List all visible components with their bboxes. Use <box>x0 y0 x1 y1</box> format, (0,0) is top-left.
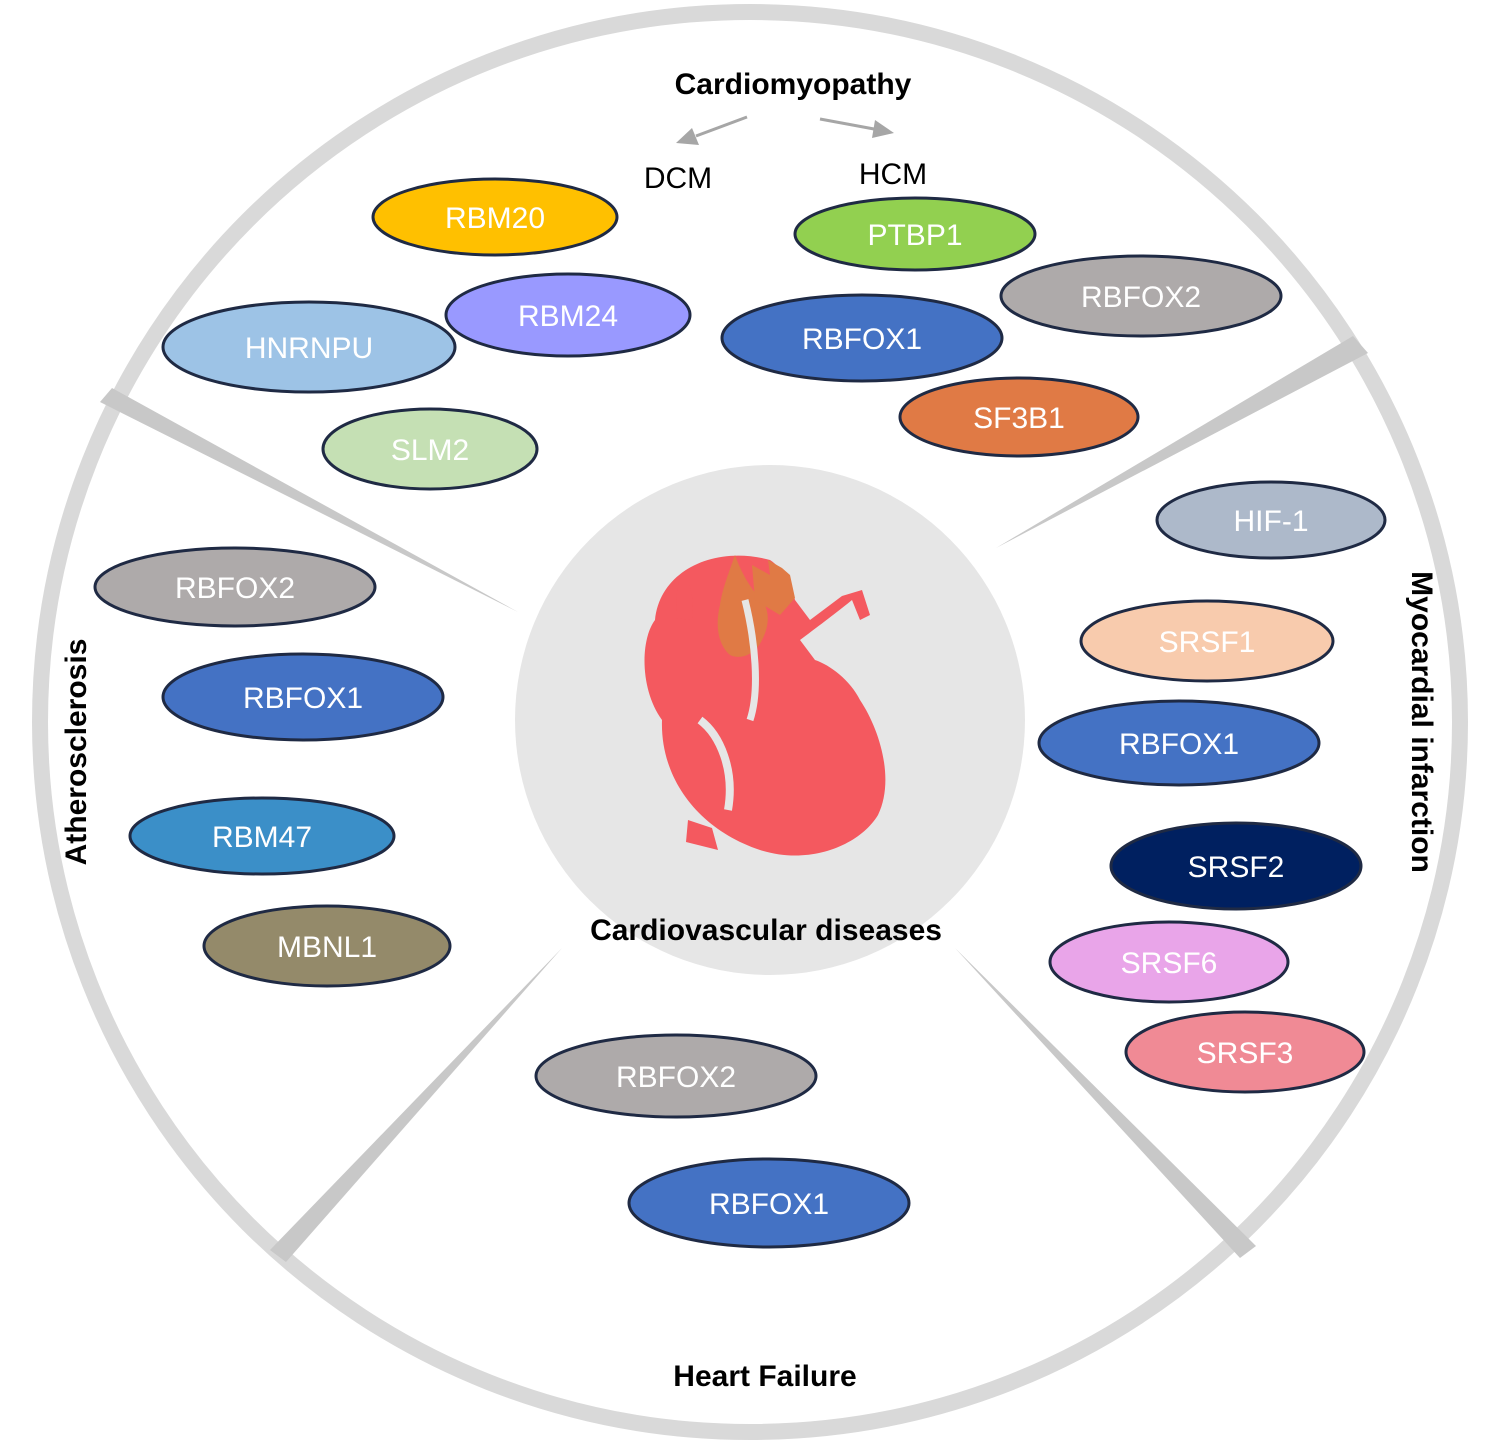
hcm-label: HCM <box>859 158 927 191</box>
heart-failure-title: Heart Failure <box>673 1360 856 1393</box>
pill-label: SRSF3 <box>1197 1037 1294 1070</box>
pill-shape <box>93 546 377 628</box>
pill-label: RBFOX2 <box>1081 281 1201 314</box>
pill-shape <box>128 796 396 876</box>
pill-rbfox2-hcm: RBFOX2 <box>999 254 1283 338</box>
pill-shape <box>321 407 539 491</box>
pill-shape <box>1037 699 1321 787</box>
pill-label: RBFOX1 <box>709 1188 829 1221</box>
pill-label: SRSF2 <box>1188 851 1285 884</box>
pill-rbfox2-ath: RBFOX2 <box>93 546 377 628</box>
pill-label: RBFOX1 <box>243 682 363 715</box>
arrow-to-hcm <box>819 117 894 138</box>
pill-shape <box>1079 599 1335 683</box>
pill-rbfox1-mi: RBFOX1 <box>1037 699 1321 787</box>
pill-shape <box>720 293 1004 383</box>
pill-srsf2: SRSF2 <box>1109 821 1363 911</box>
pill-rbfox1-hf: RBFOX1 <box>627 1157 911 1249</box>
pill-shape <box>627 1157 911 1249</box>
pill-rbm20: RBM20 <box>371 177 619 257</box>
pill-label: MBNL1 <box>277 931 377 964</box>
cardiomyopathy-title: Cardiomyopathy <box>675 68 912 101</box>
pill-shape <box>202 904 452 988</box>
pill-sf3b1: SF3B1 <box>898 376 1140 458</box>
pill-ptbp1: PTBP1 <box>793 196 1037 272</box>
atherosclerosis-title: Atherosclerosis <box>60 639 93 866</box>
pill-label: HNRNPU <box>245 332 373 365</box>
pill-shape <box>371 177 619 257</box>
pill-label: RBFOX1 <box>802 323 922 356</box>
pill-label: SF3B1 <box>973 402 1065 435</box>
pill-hif-1: HIF-1 <box>1155 480 1387 560</box>
pill-label: RBFOX1 <box>1119 728 1239 761</box>
pill-label: RBFOX2 <box>175 572 295 605</box>
divider-upper-right <box>996 336 1368 548</box>
divider-lower-right <box>955 948 1256 1258</box>
dcm-label: DCM <box>644 162 712 195</box>
pill-rbfox2-hf: RBFOX2 <box>534 1033 818 1119</box>
pill-label: RBFOX2 <box>616 1061 736 1094</box>
pill-srsf6: SRSF6 <box>1048 920 1290 1004</box>
pill-label: SRSF1 <box>1159 626 1256 659</box>
pill-label: SLM2 <box>391 434 469 467</box>
divider-lower-left <box>270 948 562 1262</box>
pill-shape <box>534 1033 818 1119</box>
pill-shape <box>1124 1010 1366 1094</box>
pill-shape <box>1048 920 1290 1004</box>
pill-shape <box>444 272 692 358</box>
pill-rbm24: RBM24 <box>444 272 692 358</box>
pill-label: RBM24 <box>518 300 618 333</box>
pill-label: HIF-1 <box>1234 505 1309 538</box>
pill-srsf1: SRSF1 <box>1079 599 1335 683</box>
pill-label: RBM47 <box>212 821 312 854</box>
pill-shape <box>161 652 445 742</box>
pill-rbm47: RBM47 <box>128 796 396 876</box>
pill-shape <box>898 376 1140 458</box>
pill-srsf3: SRSF3 <box>1124 1010 1366 1094</box>
pill-label: PTBP1 <box>867 219 962 252</box>
pill-shape <box>161 300 457 394</box>
pill-shape <box>1109 821 1363 911</box>
pill-shape <box>793 196 1037 272</box>
pill-rbfox1-hcm: RBFOX1 <box>720 293 1004 383</box>
outer-ring <box>32 4 1468 1440</box>
myocardial-infarction-title: Myocardial infarction <box>1405 571 1438 873</box>
arrow-to-dcm <box>676 115 748 145</box>
pill-hnrnpu: HNRNPU <box>161 300 457 394</box>
pill-shape <box>999 254 1283 338</box>
pill-mbnl1: MBNL1 <box>202 904 452 988</box>
pill-slm2: SLM2 <box>321 407 539 491</box>
pill-rbfox1-ath: RBFOX1 <box>161 652 445 742</box>
pill-label: SRSF6 <box>1121 947 1218 980</box>
heart-icon <box>644 555 886 856</box>
divider-upper-left <box>100 388 518 612</box>
pill-shape <box>1155 480 1387 560</box>
pill-label: RBM20 <box>445 202 545 235</box>
center-title: Cardiovascular diseases <box>590 914 942 947</box>
